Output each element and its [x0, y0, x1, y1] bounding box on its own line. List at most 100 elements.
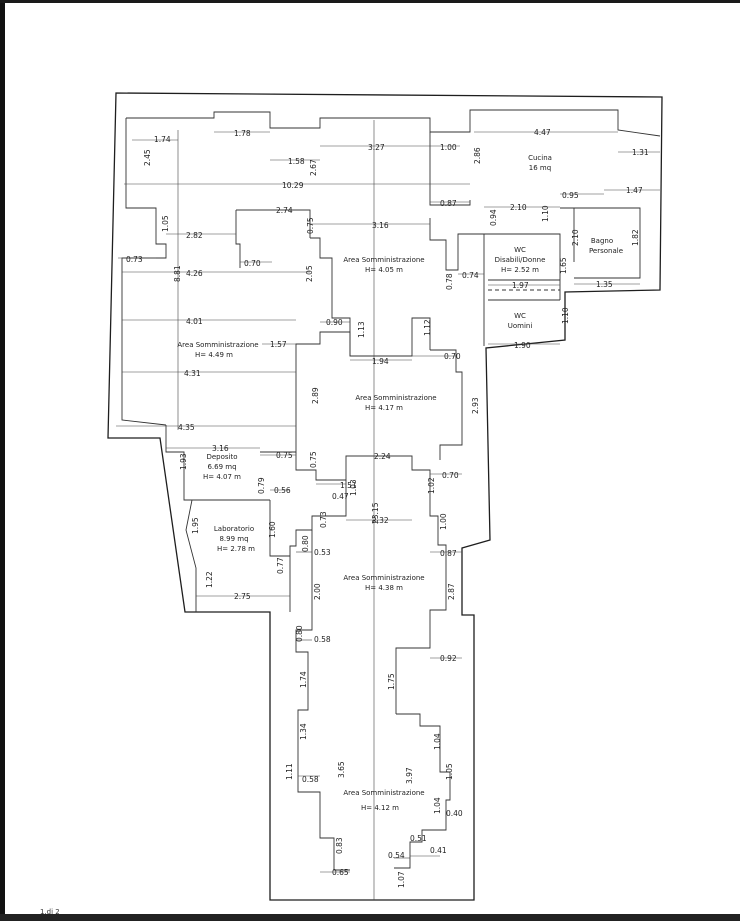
dim-label: 0.41 [430, 846, 447, 855]
dim-label: 1.31 [632, 148, 649, 157]
room-area3-name: Area Somministrazione [355, 394, 436, 402]
dim-label: 0.83 [335, 837, 344, 854]
dim-label: 10.29 [282, 181, 304, 190]
dim-label: 1.02 [427, 477, 436, 494]
dim-label: 0.56 [274, 486, 291, 495]
dim-label: 1.94 [372, 357, 389, 366]
dim-label: 1.97 [512, 281, 529, 290]
dim-label: 1.78 [234, 129, 251, 138]
dim-label: 3.27 [368, 143, 385, 152]
room-area5-height: H= 4.12 m [361, 804, 399, 812]
dim-label: 2.00 [313, 583, 322, 600]
dim-label: 0.54 [388, 851, 405, 860]
dim-label: 1.10 [561, 307, 570, 324]
dim-label: 1.13 [357, 321, 366, 338]
dim-label: 0.94 [489, 209, 498, 226]
dim-label: 1.47 [626, 186, 643, 195]
room-area2-name: Area Somministrazione [177, 341, 258, 349]
dim-label: 1.07 [397, 871, 406, 888]
dim-label: 0.78 [445, 273, 454, 290]
room-deposito-area: 6.69 mq [207, 463, 236, 471]
page-number: 1.di 2 [40, 908, 60, 916]
dim-label: 1.12 [423, 319, 432, 336]
dim-label: 0.53 [314, 548, 331, 557]
dim-label: 0.58 [302, 775, 319, 784]
room-area1-name: Area Somministrazione [343, 256, 424, 264]
dim-label: 1.04 [433, 797, 442, 814]
dim-label: 0.40 [446, 809, 463, 818]
room-bagno-sub: Personale [589, 247, 623, 255]
room-area1-height: H= 4.05 m [365, 266, 403, 274]
dim-label: 1.00 [439, 513, 448, 530]
dim-label: 2.89 [311, 387, 320, 404]
room-cucina-name: Cucina [528, 154, 552, 162]
dim-label: 1.11 [285, 763, 294, 780]
dim-label: 0.79 [257, 477, 266, 494]
dim-label: 23.15 [371, 502, 380, 524]
dim-label: 1.95 [191, 517, 200, 534]
dim-label: 1.00 [440, 143, 457, 152]
dim-label: 0.80 [295, 625, 304, 642]
dim-label: 1.75 [387, 673, 396, 690]
room-labels: Cucina 16 mq WC Disabili/Donne H= 2.52 m… [177, 154, 623, 812]
room-laboratorio-height: H= 2.78 m [217, 545, 255, 553]
dimension-lines [116, 131, 660, 873]
dim-label: 0.92 [440, 654, 457, 663]
dim-label: 1.82 [631, 229, 640, 246]
room-wc-uomini-sub: Uomini [508, 322, 533, 330]
dim-label: 4.35 [178, 423, 195, 432]
dim-label: 0.87 [440, 549, 457, 558]
room-area3-height: H= 4.17 m [365, 404, 403, 412]
room-laboratorio-area: 8.99 mq [219, 535, 248, 543]
room-area4-name: Area Somministrazione [343, 574, 424, 582]
room-area5-name: Area Somministrazione [343, 789, 424, 797]
dim-label: 2.10 [510, 203, 527, 212]
dim-label: 0.75 [276, 451, 293, 460]
dim-label: 0.75 [309, 451, 318, 468]
dim-label: 2.32 [372, 516, 389, 525]
dim-label: 2.75 [234, 592, 251, 601]
dim-label: 0.87 [440, 199, 457, 208]
dimension-labels: 1.74 1.78 3.27 1.00 4.47 1.31 2.45 1.58 … [126, 128, 649, 888]
room-wc-donne-name: WC [514, 246, 526, 254]
dim-label: 2.67 [309, 159, 318, 176]
dim-label: 1.58 [288, 157, 305, 166]
scan-edge-bottom [0, 914, 740, 921]
dim-label: 2.74 [276, 206, 293, 215]
dim-label: 0.95 [562, 191, 579, 200]
dim-label: 1.10 [541, 205, 550, 222]
dim-label: 0.77 [276, 557, 285, 574]
dim-label: 3.16 [372, 221, 389, 230]
dim-label: 4.01 [186, 317, 203, 326]
room-wc-uomini-name: WC [514, 312, 526, 320]
dim-label: 2.82 [186, 231, 203, 240]
dim-label: 2.86 [473, 147, 482, 164]
dim-label: 1.05 [445, 763, 454, 780]
dim-label: 1.22 [205, 571, 214, 588]
scan-edge-left [0, 0, 5, 921]
dim-label: 0.74 [462, 271, 479, 280]
dim-label: 0.51 [410, 834, 427, 843]
dim-label: 1.04 [433, 733, 442, 750]
room-area4-height: H= 4.38 m [365, 584, 403, 592]
dim-label: 1.05 [161, 215, 170, 232]
dim-label: 1.51 [340, 481, 357, 490]
dim-label: 1.34 [299, 723, 308, 740]
dim-label: 0.65 [332, 868, 349, 877]
room-area2-height: H= 4.49 m [195, 351, 233, 359]
dim-label: 4.47 [534, 128, 551, 137]
dim-label: 1.74 [299, 671, 308, 688]
room-deposito-height: H= 4.07 m [203, 473, 241, 481]
dim-label: 2.24 [374, 452, 391, 461]
room-laboratorio-name: Laboratorio [214, 525, 254, 533]
dim-label: 0.58 [314, 635, 331, 644]
dim-label: 0.70 [244, 259, 261, 268]
dim-label: 0.73 [126, 255, 143, 264]
dim-label: 8.81 [173, 265, 182, 282]
dim-label: 2.10 [571, 229, 580, 246]
dim-label: 0.75 [306, 217, 315, 234]
outer-walls [107, 92, 663, 901]
dim-label: 0.70 [442, 471, 459, 480]
room-bagno-name: Bagno [591, 237, 613, 245]
